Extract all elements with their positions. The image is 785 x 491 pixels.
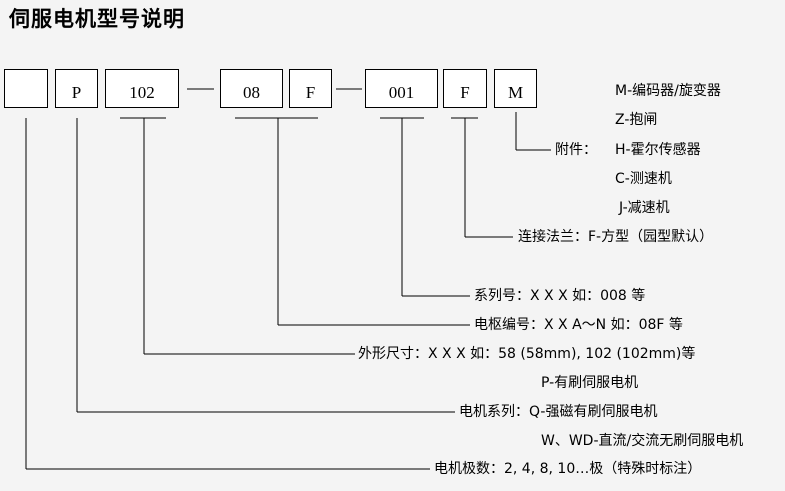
motor-series-label: 电机系列：Q-强磁有刷伺服电机 [459, 404, 658, 420]
box-armature-suffix: F [289, 69, 332, 108]
accessory-option-reducer: J-减速机 [619, 200, 670, 216]
page-title: 伺服电机型号说明 [9, 7, 185, 31]
poles-label: 电机极数：2, 4, 8, 10…极（特殊时标注） [434, 461, 702, 477]
box-armature: 08 [220, 69, 283, 108]
box-poles [4, 69, 48, 108]
accessory-label: 附件： [555, 142, 597, 158]
motor-series-p: P-有刷伺服电机 [541, 375, 639, 391]
frame-size-label: 外形尺寸：X X X 如：58 (58mm), 102 (102mm)等 [358, 346, 696, 362]
accessory-option-tacho: C-测速机 [615, 171, 672, 187]
box-flange: F [443, 69, 487, 108]
armature-label: 电枢编号：X X A～N 如：08F 等 [474, 317, 683, 333]
box-accessory: M [494, 69, 537, 108]
accessory-option-encoder: M-编码器/旋变器 [615, 83, 721, 99]
motor-series-w: W、WD-直流/交流无刷伺服电机 [541, 433, 744, 449]
series-no-label: 系列号：X X X 如：008 等 [474, 288, 646, 304]
box-series-no: 001 [365, 69, 438, 108]
accessory-option-hall: H-霍尔传感器 [615, 142, 701, 158]
accessory-option-brake: Z-抱闸 [615, 112, 658, 128]
box-series: P [55, 69, 98, 108]
box-frame-size: 102 [105, 69, 179, 108]
flange-label: 连接法兰：F-方型（园型默认） [518, 229, 714, 245]
